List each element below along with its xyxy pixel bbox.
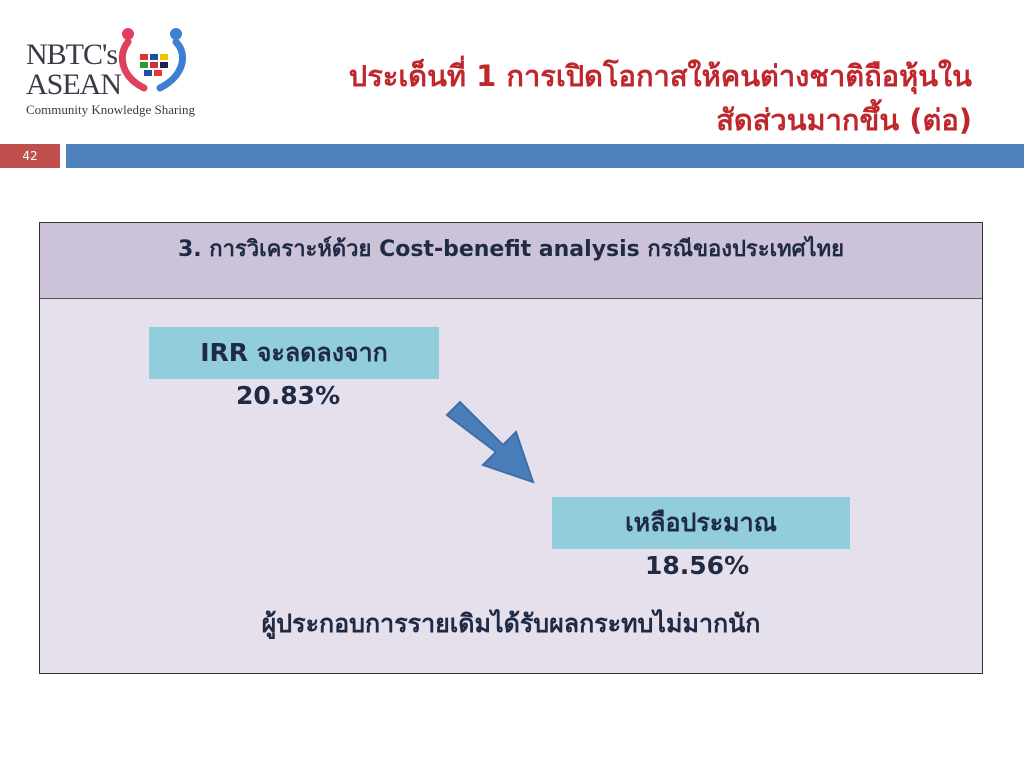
content-table: 3. การวิเคราะห์ด้วย Cost-benefit analysi… (39, 222, 983, 674)
logo-tagline: Community Knowledge Sharing (26, 102, 195, 117)
slide-number-badge: 42 (0, 144, 60, 168)
logo-text-asean: ASEAN (26, 68, 122, 101)
slide-title: ประเด็นที่ 1 การเปิดโอกาสให้คนต่างชาติถื… (152, 54, 972, 142)
irr-before-value: 20.83% (236, 381, 341, 410)
logo-text-nbtc: NBTC's (26, 38, 118, 71)
slide-title-line-2: สัดส่วนมากขึ้น (ต่อ) (716, 103, 972, 137)
header-divider-bar (66, 144, 1024, 168)
decrease-arrow-icon (445, 400, 535, 484)
logo-people-heart-icon (118, 28, 187, 92)
nbtc-asean-logo: NBTC's ASEAN Community Knowledge Sharing (22, 24, 202, 124)
irr-after-value: 18.56% (645, 551, 750, 580)
irr-after-label: เหลือประมาณ (552, 497, 850, 549)
conclusion-text: ผู้ประกอบการรายเดิมได้รับผลกระทบไม่มากนั… (261, 609, 761, 638)
slide-title-line-1: ประเด็นที่ 1 การเปิดโอกาสให้คนต่างชาติถื… (348, 59, 972, 93)
content-table-header: 3. การวิเคราะห์ด้วย Cost-benefit analysi… (40, 223, 982, 299)
irr-before-label: IRR จะลดลงจาก (149, 327, 439, 379)
